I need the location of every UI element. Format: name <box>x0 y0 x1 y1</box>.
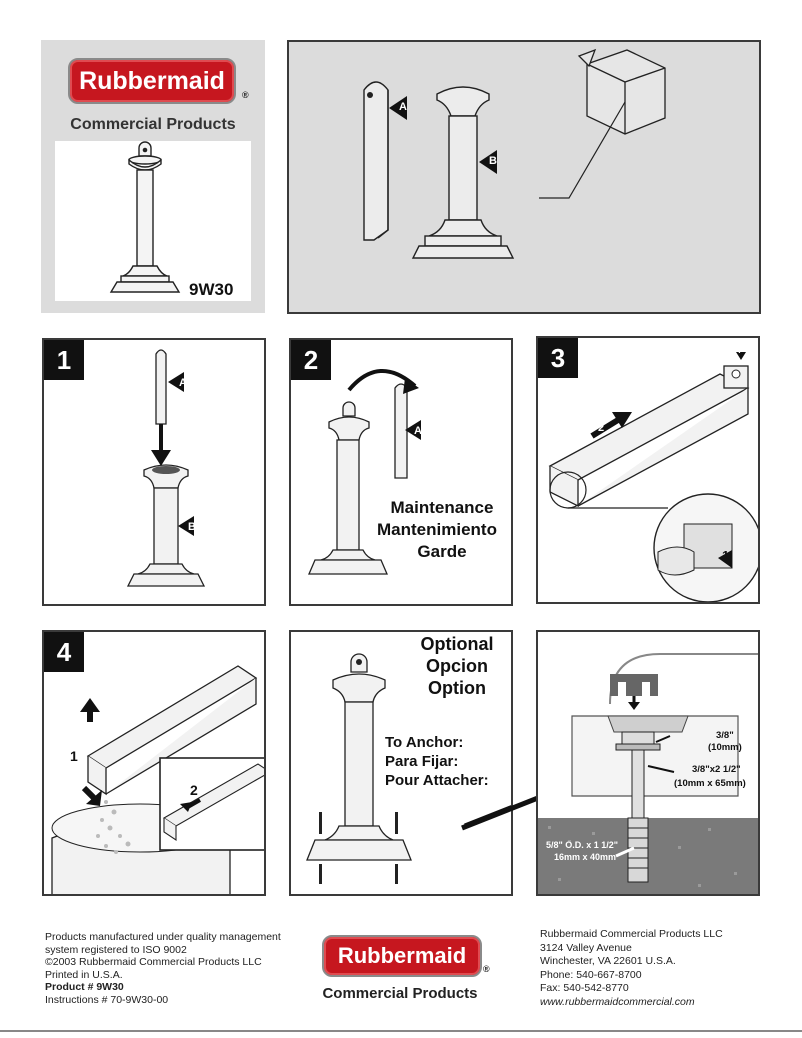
maintenance-line-1: Maintenance <box>390 498 494 517</box>
anchor-size-1: 5/8" O.D. x 1 1/2" <box>546 840 619 850</box>
step-4-illustration <box>51 665 264 894</box>
step-3-number: 3 <box>538 338 578 378</box>
step-1-label-b: B <box>188 521 196 533</box>
footer-left-line: Products manufactured under quality mana… <box>45 931 281 943</box>
hardware-panel: 3/8" (10mm) 3/8"x2 1/2" (10mm x 65mm) 5/… <box>536 630 760 896</box>
step-2-panel: 2 A Maintenance Mantenimiento Garde <box>289 338 513 606</box>
parts-illustration <box>363 48 666 259</box>
optional-line-2: Opcion <box>426 656 488 676</box>
anchor-size-2: 16mm x 40mm <box>554 852 617 862</box>
footer-registered-mark: ® <box>483 964 490 974</box>
bolt-size-1: 3/8"x2 1/2" <box>692 764 741 775</box>
optional-line-3: Option <box>428 678 486 698</box>
step-2-number: 2 <box>291 340 331 380</box>
brand-tagline: Commercial Products <box>70 116 236 133</box>
step-2-label-a: A <box>414 425 422 437</box>
bolt-size-2: (10mm x 65mm) <box>674 778 746 789</box>
optional-line-1: Optional <box>420 634 494 654</box>
parts-panel: A B <box>287 40 761 314</box>
step-1-label-a: A <box>179 377 187 389</box>
footer-left: Products manufactured under quality mana… <box>45 931 281 1006</box>
footer-left-line: Printed in U.S.A. <box>45 968 123 981</box>
step-3-label-a: A <box>734 345 741 355</box>
maintenance-line-2: Mantenimiento <box>377 520 497 539</box>
brand-logo: Rubbermaid <box>68 58 236 104</box>
bottom-rule <box>0 1030 802 1032</box>
step-3-label-2: 2 <box>598 422 605 434</box>
maintenance-line-3: Garde <box>417 542 467 561</box>
footer-right-line: Fax: 540-542-8770 <box>540 982 629 994</box>
footer-left-line: Instructions # 70-9W30-00 <box>45 993 169 1006</box>
step-1-panel: 1 A B <box>42 338 266 606</box>
step-2-illustration <box>308 369 421 575</box>
footer-right: Rubbermaid Commercial Products LLC 3124 … <box>540 928 723 1009</box>
hardware-illustration <box>538 653 758 894</box>
footer-website: www.rubbermaidcommercial.com <box>540 995 695 1008</box>
brand-logo-text: Rubbermaid <box>79 67 225 95</box>
model-number: 9W30 <box>189 280 234 299</box>
anchor-line-1: To Anchor: <box>385 734 464 751</box>
footer-right-line: 3124 Valley Avenue <box>540 941 632 954</box>
nut-size-1: 3/8" <box>716 730 734 741</box>
product-photo <box>109 141 181 293</box>
cover-panel: Rubbermaid ® Commercial Products 9W30 <box>41 40 265 313</box>
part-b-label: B <box>489 155 497 167</box>
footer-brand-logo: Rubbermaid <box>322 935 482 977</box>
optional-panel: Optional Opcion Option To Anchor: Para F… <box>289 630 513 896</box>
footer-brand-logo-text: Rubbermaid <box>337 943 467 968</box>
footer-left-line: ©2003 Rubbermaid Commercial Products LLC <box>45 956 262 968</box>
step-1-illustration <box>126 349 206 587</box>
registered-mark: ® <box>242 90 249 100</box>
step-4-number: 4 <box>44 632 84 672</box>
anchor-line-2: Para Fijar: <box>385 753 459 770</box>
anchor-line-3: Pour Attacher: <box>385 772 489 789</box>
footer-left-line: system registered to ISO 9002 <box>45 943 187 956</box>
step-4-panel: 4 1 2 <box>42 630 266 896</box>
footer-right-line: Winchester, VA 22601 U.S.A. <box>540 955 676 967</box>
step-3-illustration <box>548 352 758 602</box>
step-1-number: 1 <box>44 340 84 380</box>
footer-tagline: Commercial Products <box>322 985 478 1002</box>
footer-right-line: Phone: 540-667-8700 <box>540 968 642 981</box>
step-4-label-1: 1 <box>70 748 78 764</box>
footer-right-line: Rubbermaid Commercial Products LLC <box>540 928 723 940</box>
part-a-label: A <box>399 101 407 113</box>
nut-size-2: (10mm) <box>708 742 742 753</box>
step-3-label-1: 1 <box>722 548 730 563</box>
step-3-panel: 3 A 2 1 <box>536 336 760 604</box>
step-4-label-2: 2 <box>190 782 198 798</box>
footer-product-number: Product # 9W30 <box>45 981 124 993</box>
